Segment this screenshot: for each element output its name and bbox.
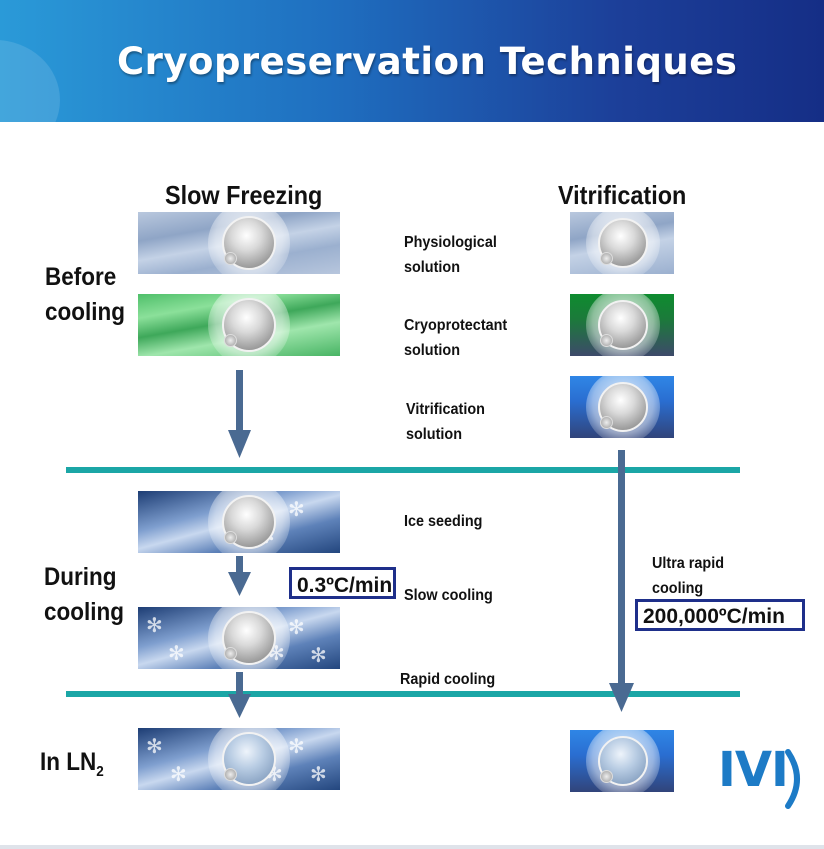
label-slow-cooling: Slow cooling — [404, 587, 493, 604]
slow-cooling-rate-box: 0.3ºC/min — [289, 567, 396, 599]
label-physiological-solution: Physiological solution — [404, 234, 497, 276]
tile-slow-ice-seeding: ✻ ✻ — [138, 491, 340, 553]
arrow-down-icon — [609, 450, 634, 712]
tile-slow-cooling: ✻ ✻ ✻ ✻ ✻ — [138, 607, 340, 669]
divider-during-ln2 — [66, 691, 740, 697]
ivi-logo: IVI — [718, 742, 789, 798]
divider-before-during — [66, 467, 740, 473]
label-ultra-rapid-cooling: Ultra rapid cooling — [652, 555, 725, 597]
row-label-in-ln2: In LN2 — [40, 748, 104, 780]
arrow-down-icon — [228, 556, 251, 596]
row-label-before-cooling: Before cooling — [45, 263, 126, 326]
label-rapid-cooling: Rapid cooling — [400, 671, 496, 688]
header-banner: Cryopreservation Techniques — [0, 0, 824, 122]
label-cryoprotectant-solution: Cryoprotectant solution — [404, 317, 508, 359]
label-vitrification-solution: Vitrification solution — [406, 401, 485, 443]
label-ice-seeding: Ice seeding — [404, 513, 483, 530]
ultra-rapid-cooling-rate-box: 200,000ºC/min — [635, 599, 805, 631]
arrow-down-icon — [228, 370, 251, 458]
tile-vitri-ln2 — [570, 730, 674, 792]
column-header-vitrification: Vitrification — [558, 180, 687, 210]
tile-vitri-vitrification — [570, 376, 674, 438]
tile-slow-ln2: ✻ ✻ ✻ ✻ ✻ — [138, 728, 340, 790]
tile-slow-cryoprotectant — [138, 294, 340, 356]
row-label-during-cooling: During cooling — [44, 563, 125, 626]
page-title: Cryopreservation Techniques — [117, 40, 738, 83]
bottom-rule — [0, 845, 824, 849]
tile-slow-physiological — [138, 212, 340, 274]
tile-vitri-physiological — [570, 212, 674, 274]
column-header-slow-freezing: Slow Freezing — [165, 180, 323, 210]
arrow-down-icon — [228, 672, 251, 718]
logo-bracket-icon — [785, 749, 800, 809]
tile-vitri-cryoprotectant — [570, 294, 674, 356]
